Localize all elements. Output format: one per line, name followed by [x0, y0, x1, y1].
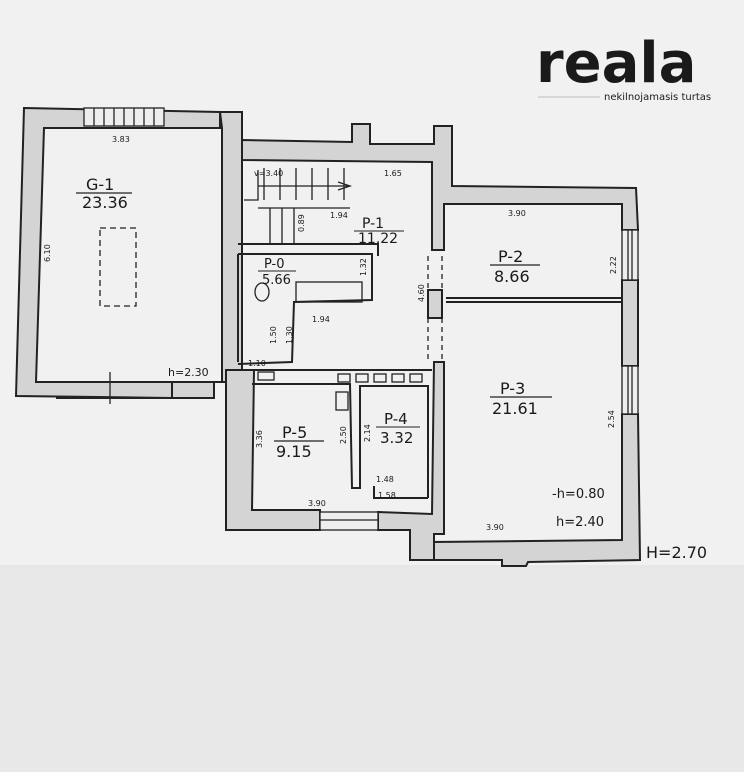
dim-p5-inner: 2.50	[339, 426, 348, 444]
p4-p5-partition	[252, 383, 429, 498]
reala-logo: reala nekilnojamasis turtas	[536, 31, 711, 103]
dim-p4-bottom: 1.58	[378, 491, 396, 500]
staircase	[244, 168, 353, 244]
room-label-p5: P-5	[282, 423, 307, 442]
paper-lower-area	[0, 565, 744, 768]
fixtures	[99, 227, 443, 411]
dim-p4-side: 2.14	[363, 424, 372, 442]
boiler-icon	[335, 391, 349, 411]
dim-p2-top: 3.90	[508, 209, 526, 218]
dim-p3-bottom: 3.90	[486, 523, 504, 532]
bathtub-icon	[295, 281, 363, 303]
wall-garage-right	[171, 111, 243, 399]
dim-floor-height: H=2.70	[646, 543, 707, 562]
dim-p1-top: 1.65	[384, 169, 402, 178]
dim-p3-sill: -h=0.80	[552, 487, 605, 502]
window-p5	[319, 511, 379, 531]
dim-p0-bottom: 1.94	[312, 315, 330, 324]
room-area-p1: 11.22	[358, 231, 398, 247]
window-p2	[621, 229, 639, 281]
dim-p3-side: 2.54	[607, 410, 616, 428]
room-label-p3: P-3	[500, 379, 525, 398]
p4-bottom-wall	[373, 486, 428, 499]
vent-4-icon	[373, 373, 387, 383]
dim-p5-side: 3.36	[255, 430, 264, 448]
vent-2-icon	[337, 373, 351, 383]
dim-corridor-b: 1.30	[285, 326, 294, 344]
toilet-icon	[254, 282, 270, 302]
central-pillar	[427, 289, 443, 319]
room-label-p0: P-0	[264, 257, 285, 272]
room-label-g1: G-1	[86, 175, 114, 194]
logo-tagline: nekilnojamasis turtas	[604, 92, 711, 103]
dim-p1-inner: 1.94	[330, 211, 348, 220]
stair-landing-wall	[238, 243, 379, 256]
stair-outline	[244, 170, 259, 201]
dim-corridor-a: 1.50	[269, 326, 278, 344]
p0-wall	[237, 253, 373, 365]
dim-p1-small: 0.89	[297, 214, 306, 232]
wall-central-top	[241, 123, 640, 251]
garage-car-outline	[99, 227, 137, 307]
room-label-p1: P-1	[362, 216, 384, 232]
vent-1-icon	[257, 371, 275, 381]
window-p3	[621, 365, 639, 415]
wall-right-pillar	[621, 279, 639, 367]
room-area-p5: 9.15	[276, 442, 312, 461]
interior-lines	[237, 243, 622, 499]
dim-corridor-c: 1.10	[248, 359, 266, 368]
windows	[56, 107, 639, 531]
vent-3-icon	[355, 373, 369, 383]
dim-g1-side: 6.10	[43, 244, 52, 262]
dim-p4-inner: 1.48	[376, 475, 394, 484]
room-label-p4: P-4	[384, 410, 408, 428]
dim-p0-side: 1.32	[359, 258, 368, 276]
dim-p5-bottom: 3.90	[308, 499, 326, 508]
room-area-p3: 21.61	[492, 399, 538, 418]
dim-wall-gap: 4.60	[417, 284, 426, 302]
room-area-p2: 8.66	[494, 267, 530, 286]
dim-p3-height: h=2.40	[556, 515, 604, 530]
dim-stair-h: v=3.40	[254, 169, 283, 178]
logo-wordmark: reala	[536, 31, 696, 96]
wall-lower-right	[377, 361, 445, 561]
dimension-labels: 3.83 6.10 h=2.30 v=3.40 1.65 1.94 0.89 1…	[43, 135, 707, 562]
stair-arrow-icon	[337, 181, 353, 191]
room-area-p0: 5.66	[262, 273, 291, 288]
vent-6-icon	[409, 373, 423, 383]
vent-5-icon	[391, 373, 405, 383]
room-area-g1: 23.36	[82, 193, 128, 212]
dim-g1-top: 3.83	[112, 135, 130, 144]
dim-g1-height: h=2.30	[168, 366, 209, 379]
wall-right-bottom	[431, 413, 642, 567]
room-labels: G-1 23.36 P-0 5.66 P-1 11.22 P-2 8.66 P-…	[76, 175, 552, 461]
room-label-p2: P-2	[498, 247, 523, 266]
room-area-p4: 3.32	[380, 429, 413, 447]
dim-p2-side: 2.22	[609, 256, 618, 274]
